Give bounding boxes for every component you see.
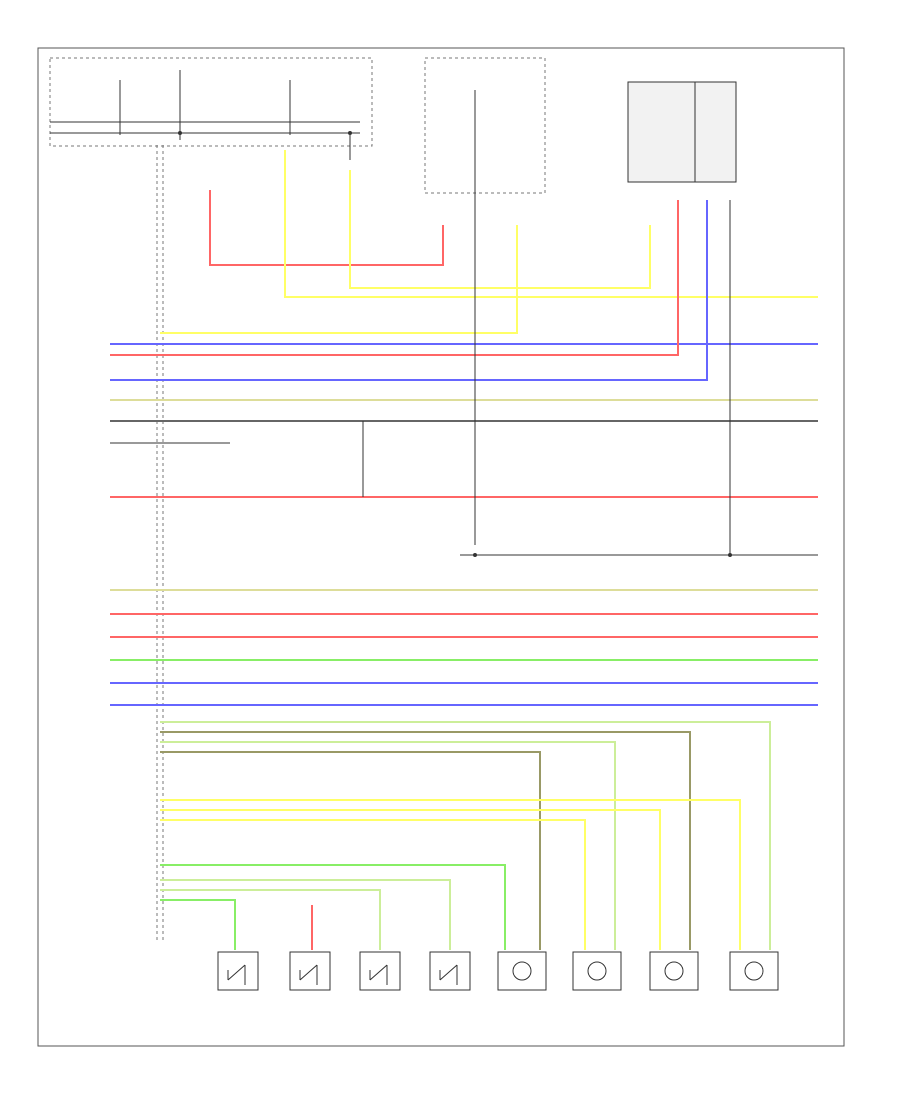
motor-feed-2 <box>160 731 691 950</box>
motor-group <box>497 951 779 991</box>
module-outline-top <box>424 57 546 194</box>
junction-dot-3 <box>348 131 352 135</box>
motor-1 <box>497 951 547 991</box>
junction-dot-4 <box>178 131 182 135</box>
motor-symbol-3 <box>664 961 684 981</box>
switch-feed-3 <box>160 889 381 950</box>
switch-group <box>217 951 471 991</box>
switch-symbol-2 <box>299 964 318 985</box>
motor-symbols <box>512 961 764 981</box>
motor-symbol-1 <box>512 961 532 981</box>
diagram-frame <box>37 47 845 1047</box>
junction-dot-2 <box>728 553 732 557</box>
blue-wire-2 <box>110 200 708 381</box>
motor-feed-4 <box>160 751 541 950</box>
motor-4 <box>729 951 779 991</box>
switch-feed-1 <box>160 864 506 950</box>
motor-feed-3 <box>160 741 616 950</box>
motor-feed-6 <box>160 809 661 950</box>
motor-feed-5 <box>160 799 741 950</box>
switch-symbol-4 <box>439 964 458 985</box>
motor-symbol-2 <box>587 961 607 981</box>
motor-symbol-4 <box>744 961 764 981</box>
yellow-wire-top-2 <box>349 170 651 289</box>
switch-feed-4 <box>160 899 236 950</box>
motor-feed-7 <box>160 819 586 950</box>
motor-2 <box>572 951 622 991</box>
yellow-wire-top <box>284 150 818 298</box>
fuse-box-outline <box>49 57 373 147</box>
yellow-wire-3 <box>160 225 518 334</box>
red-wire-1 <box>110 200 679 356</box>
control-module <box>627 81 737 183</box>
red-wire-top <box>209 190 444 266</box>
motor-3 <box>649 951 699 991</box>
junction-dot-1 <box>473 553 477 557</box>
switch-symbol-3 <box>369 964 388 985</box>
motor-feed-1 <box>160 721 771 950</box>
switch-symbol-1 <box>227 964 246 985</box>
switch-feed-2 <box>160 879 451 950</box>
switch-symbols <box>227 964 458 985</box>
